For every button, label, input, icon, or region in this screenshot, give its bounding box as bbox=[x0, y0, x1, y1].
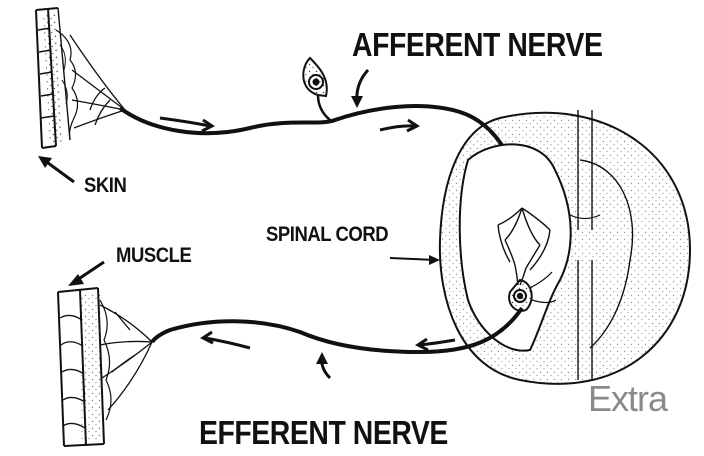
sensory-ganglion-cell bbox=[303, 58, 330, 120]
spinal-cord-label: SPINAL CORD bbox=[266, 223, 388, 247]
muscle-label: MUSCLE bbox=[116, 244, 191, 268]
skin-tissue bbox=[36, 8, 78, 148]
skin-label: SKIN bbox=[84, 174, 126, 198]
afferent-nerve-label: AFFERENT NERVE bbox=[352, 26, 602, 64]
sensory-endings bbox=[70, 35, 125, 128]
motor-endings bbox=[100, 305, 152, 410]
muscle-tissue bbox=[58, 288, 111, 446]
efferent-nerve-label: EFFERENT NERVE bbox=[199, 414, 448, 452]
extra-watermark-text: Extra bbox=[588, 378, 667, 420]
